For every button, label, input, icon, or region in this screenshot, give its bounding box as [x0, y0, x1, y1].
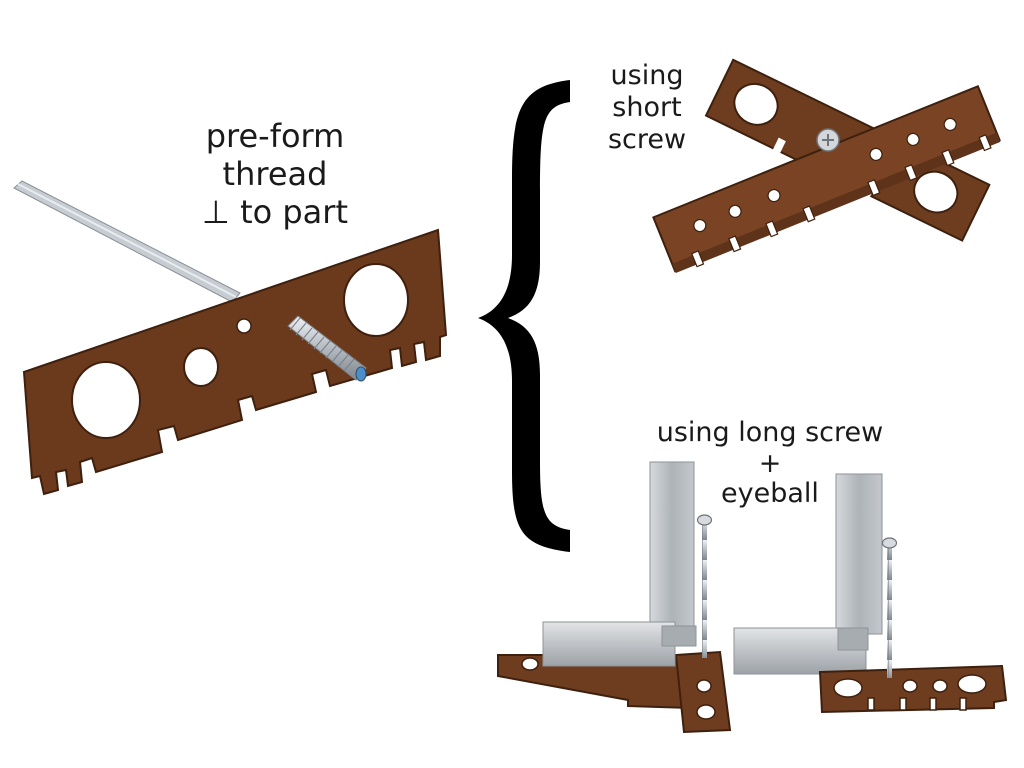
crossed-boards — [652, 58, 1001, 274]
long-screw — [887, 546, 892, 678]
square-assembly-right — [733, 473, 1008, 714]
preform-line-2: thread — [222, 154, 328, 193]
short-screw-line-3: screw — [607, 123, 687, 155]
threaded-rod-front — [287, 315, 367, 382]
square-assembly-left — [497, 461, 732, 734]
board-large-hole — [343, 263, 409, 337]
board-medium-hole — [183, 347, 219, 387]
short-screw-label: using short screw — [592, 60, 702, 156]
long-screw-line-1: using long screw — [656, 417, 884, 448]
board-small-hole — [236, 318, 252, 334]
long-screw-line-3: eyeball — [721, 478, 819, 509]
long-screw-label: using long screw + eyeball — [640, 417, 900, 510]
preform-thread-label: pre-form thread ⊥ to part — [170, 117, 380, 231]
threaded-rod-back — [13, 180, 241, 303]
short-screw-line-1: using — [610, 60, 684, 91]
left-cut-board — [22, 228, 448, 496]
preform-line-1: pre-form — [205, 117, 345, 155]
long-screw-line-2: + — [758, 447, 782, 479]
long-screw — [702, 522, 707, 658]
curly-brace — [478, 80, 570, 552]
board-large-hole — [71, 361, 141, 439]
short-screw-line-2: short — [612, 91, 682, 123]
preform-line-3: ⊥ to part — [202, 192, 348, 231]
